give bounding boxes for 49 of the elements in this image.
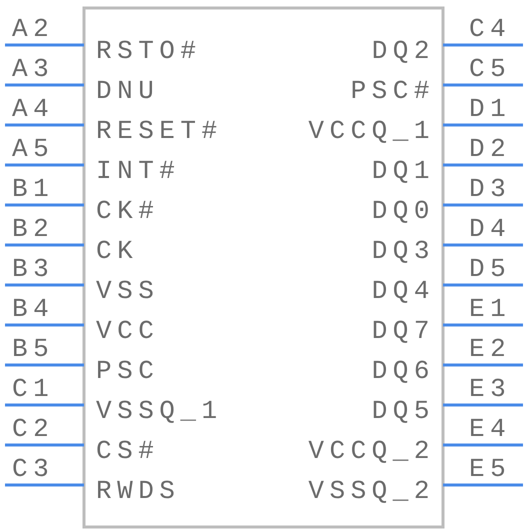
pin-name: DQ3 bbox=[372, 237, 435, 265]
pin-name: PSC# bbox=[350, 77, 435, 105]
pin-name: DQ0 bbox=[372, 197, 435, 225]
pin-name: VSSQ_2 bbox=[308, 477, 435, 505]
pin-name: DQ1 bbox=[372, 157, 435, 185]
pin-number: B2 bbox=[12, 215, 54, 243]
pin-number: A3 bbox=[12, 55, 54, 83]
pin-number: E4 bbox=[469, 415, 512, 443]
pin-name: DQ2 bbox=[372, 37, 435, 65]
pin-number: D3 bbox=[469, 175, 512, 203]
pin-number: D5 bbox=[469, 255, 512, 283]
pin-number: C5 bbox=[469, 55, 512, 83]
pin-name: DQ5 bbox=[372, 397, 435, 425]
pin-name: CS# bbox=[96, 437, 160, 465]
pin-name: VCCQ_2 bbox=[308, 437, 435, 465]
pin-name: CK bbox=[96, 237, 138, 265]
pin-number: C1 bbox=[12, 375, 54, 403]
pin-name: RSTO# bbox=[96, 37, 202, 65]
pin-name: PSC bbox=[96, 357, 160, 385]
pin-number: C4 bbox=[469, 15, 512, 43]
pin-name: CK# bbox=[96, 197, 160, 225]
pin-number: D4 bbox=[469, 215, 512, 243]
pin-name: VSSQ_1 bbox=[96, 397, 223, 425]
pin-name: DQ7 bbox=[372, 317, 435, 345]
pin-number: E2 bbox=[469, 335, 512, 363]
pin-number: C3 bbox=[12, 455, 54, 483]
pin-number: C2 bbox=[12, 415, 54, 443]
pin-number: A5 bbox=[12, 135, 54, 163]
pin-number: B4 bbox=[12, 295, 54, 323]
pin-number: B3 bbox=[12, 255, 54, 283]
pin-number: E3 bbox=[469, 375, 512, 403]
pin-number: A4 bbox=[12, 95, 54, 123]
pin-name: VCCQ_1 bbox=[308, 117, 435, 145]
pin-number: B1 bbox=[12, 175, 54, 203]
pin-number: A2 bbox=[12, 15, 54, 43]
pin-name: VSS bbox=[96, 277, 160, 305]
pin-name: VCC bbox=[96, 317, 160, 345]
pin-number: E5 bbox=[469, 455, 512, 483]
pin-number: D1 bbox=[469, 95, 512, 123]
ic-body bbox=[82, 6, 444, 528]
pin-number: D2 bbox=[469, 135, 512, 163]
pin-name: INT# bbox=[96, 157, 180, 185]
pin-name: RWDS bbox=[96, 477, 180, 505]
pin-name: DQ6 bbox=[372, 357, 435, 385]
pin-number: E1 bbox=[469, 295, 512, 323]
pin-name: DQ4 bbox=[372, 277, 435, 305]
pin-name: DNU bbox=[96, 77, 160, 105]
pin-number: B5 bbox=[12, 335, 54, 363]
pin-name: RESET# bbox=[96, 117, 223, 145]
